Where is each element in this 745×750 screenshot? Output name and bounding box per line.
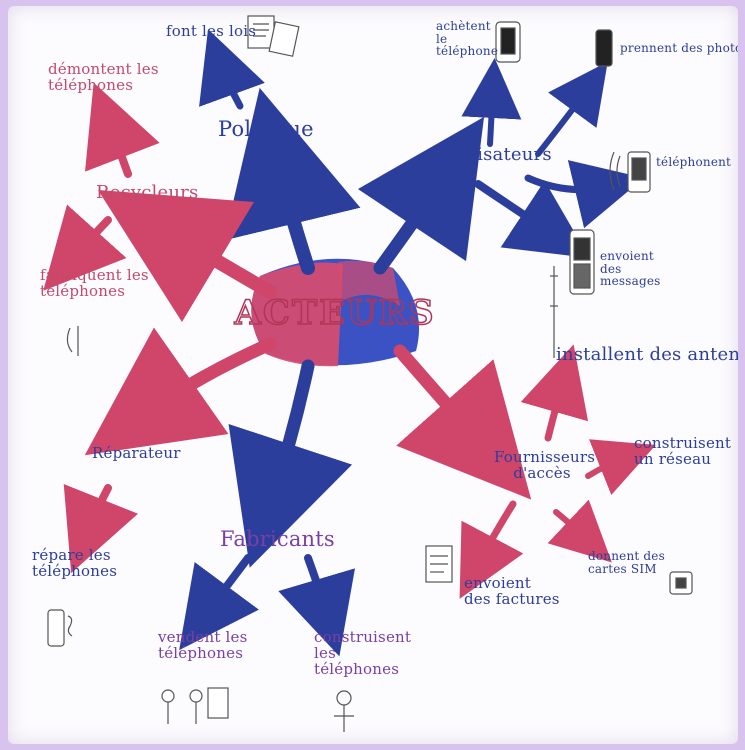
child-font-les-lois: font les lois: [166, 24, 256, 40]
spoke-politique: [276, 156, 308, 268]
child-construisent-telephones: construisent les téléphones: [314, 630, 424, 677]
arrow-demontent: [108, 120, 128, 174]
sim-card-icon: [670, 572, 692, 594]
node-utilisateurs: utilisateurs: [446, 146, 552, 165]
node-politique: Politique: [218, 118, 314, 140]
arrow-sim: [556, 512, 590, 542]
arrow-factures: [476, 504, 513, 568]
node-reparateur: Réparateur: [92, 446, 181, 462]
child-achetent: achètent le téléphone: [436, 20, 494, 58]
arrow-telephonent: [528, 178, 610, 190]
arrow-messages: [478, 184, 556, 236]
recycle-sketch-icon: [67, 326, 78, 356]
arrow-font-les-lois: [220, 62, 240, 106]
center-label: ACTEURS: [233, 293, 435, 333]
spoke-reparateur: [138, 344, 270, 418]
mind-map-canvas: ACTEURS Politique font les lois Recycleu…: [8, 6, 738, 744]
arrow-achetent: [490, 88, 493, 144]
ringing-phone-icon: [610, 152, 650, 192]
spoke-utilisateurs: [380, 171, 448, 268]
arrow-fabriquent: [70, 220, 108, 261]
spoke-recycleurs: [158, 226, 270, 292]
arrow-construisent-tel: [308, 558, 328, 618]
spoke-fournisseurs: [400, 351, 488, 451]
child-vendent: vendent les téléphones: [158, 630, 278, 662]
child-repare: répare les téléphones: [32, 548, 142, 580]
child-messages: envoient des messages: [600, 250, 666, 288]
node-installent-antennes: installent des antennes: [556, 346, 738, 365]
child-telephonent: téléphonent: [656, 156, 731, 169]
invoice-icon: [426, 546, 452, 582]
node-fournisseurs: Fournisseurs d'accès: [494, 450, 590, 482]
child-fabriquent: fabriquent les téléphones: [40, 268, 170, 300]
node-fabricants: Fabricants: [220, 528, 335, 550]
arrow-repare: [86, 488, 108, 536]
builder-sketch-icon: [334, 691, 354, 732]
child-sim: donnent des cartes SIM: [588, 550, 688, 575]
messaging-phone-icon: [570, 230, 594, 294]
camera-phone-icon: [596, 30, 612, 66]
pictograms: [48, 16, 692, 732]
arrow-vendent: [203, 558, 248, 618]
child-factures: envoient des factures: [464, 576, 560, 608]
broken-phone-icon: [48, 610, 72, 646]
node-recycleurs: Recycleurs: [96, 184, 198, 203]
arrow-antennes: [548, 378, 564, 438]
phone-purchase-icon: [496, 22, 520, 62]
child-reseau: construisent un réseau: [634, 436, 734, 468]
spoke-fabricants: [270, 366, 308, 506]
child-demontent: démontent les téléphones: [48, 62, 178, 94]
child-photos: prennent des photos: [620, 42, 738, 55]
sellers-sketch-icon: [162, 688, 228, 724]
